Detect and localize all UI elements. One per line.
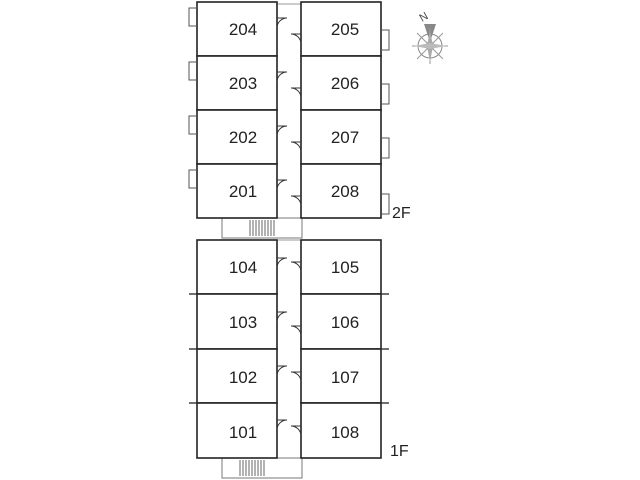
doors-2f-left [276, 17, 288, 191]
unit-label: 204 [229, 20, 257, 39]
unit-204-box [196, 1, 278, 57]
unit-label: 207 [331, 128, 359, 147]
stair-2f-treads [249, 220, 275, 236]
unit-label: 108 [331, 423, 359, 442]
unit-208-box [300, 163, 382, 219]
doors-1f-left [276, 257, 288, 431]
unit-label: 208 [331, 182, 359, 201]
unit-107-box [300, 348, 382, 404]
unit-201-box [196, 163, 278, 219]
doors-1f-right [290, 261, 302, 437]
unit-206-box [300, 55, 382, 111]
unit-label: 102 [229, 368, 257, 387]
unit-label: 202 [229, 128, 257, 147]
unit-label: 206 [331, 74, 359, 93]
compass-north-label: N [418, 10, 431, 24]
unit-108-box [300, 402, 382, 459]
unit-label: 205 [331, 20, 359, 39]
unit-label: 101 [229, 423, 257, 442]
unit-label: 106 [331, 313, 359, 332]
stair-1f [221, 457, 303, 479]
unit-label: 107 [331, 368, 359, 387]
balconies-2f-left [188, 7, 197, 189]
floor-2f: 204 203 202 201 205 206 207 208 2F [188, 1, 411, 239]
balconies-2f-right [381, 29, 390, 215]
yard-dividers-1f [189, 293, 389, 404]
unit-label: 103 [229, 313, 257, 332]
floor-label: 2F [392, 205, 411, 222]
doors-2f-right [290, 33, 302, 207]
unit-label: 201 [229, 182, 257, 201]
stair-1f-treads [239, 460, 265, 476]
unit-label: 105 [331, 258, 359, 277]
unit-label: 203 [229, 74, 257, 93]
unit-label: 104 [229, 258, 257, 277]
unit-106-box [300, 293, 382, 350]
unit-205-box [300, 1, 382, 57]
floor-label: 1F [390, 443, 409, 460]
corridor-1f [276, 239, 302, 459]
unit-207-box [300, 109, 382, 165]
unit-101-box [196, 402, 278, 459]
floor-1f: 104 103 102 101 105 106 107 108 1F [189, 239, 409, 479]
compass-icon: N [412, 10, 448, 64]
